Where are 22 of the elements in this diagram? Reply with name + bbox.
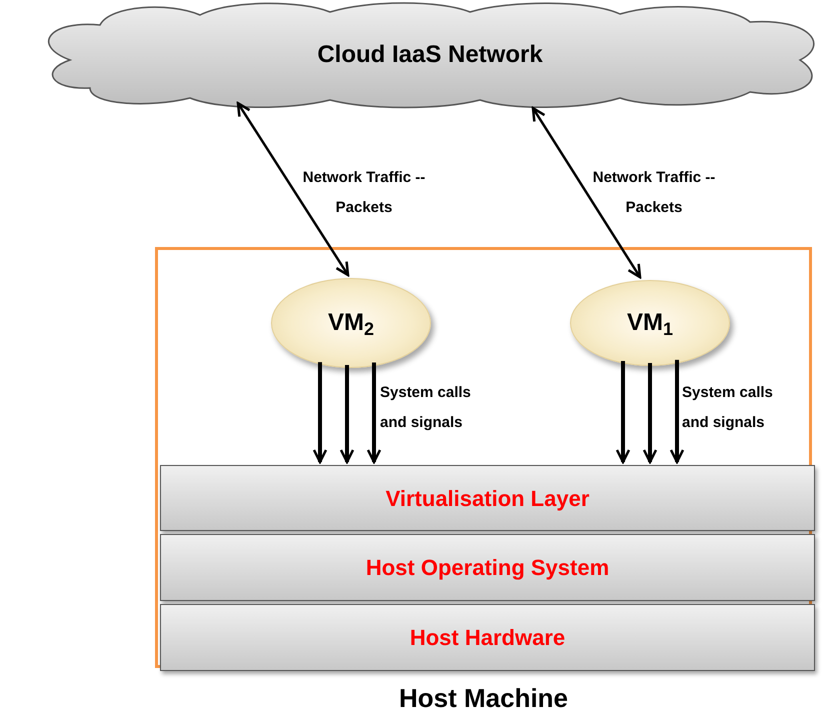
layer-label: Virtualisation Layer xyxy=(386,484,590,513)
arrow xyxy=(670,360,684,464)
arrow xyxy=(236,102,350,276)
edge-label: Network Traffic -- Packets xyxy=(592,168,716,218)
cloud-label: Cloud IaaS Network xyxy=(317,40,543,70)
vm-label: VM$_{2}$ xyxy=(328,308,374,340)
layer-bar xyxy=(160,604,815,671)
arrow xyxy=(312,362,328,464)
edge-label: Network Traffic -- Packets xyxy=(302,168,426,218)
arrow xyxy=(532,106,642,278)
arrow xyxy=(366,362,382,464)
frame-heading: Host Machine xyxy=(398,682,568,715)
edge-label: System calls and signals xyxy=(380,383,472,433)
edge-label: System calls and signals xyxy=(682,383,774,433)
arrow xyxy=(340,365,354,464)
vm-label: VM$_{1}$ xyxy=(626,308,673,340)
arrow xyxy=(616,361,630,464)
layer-label: Host Hardware xyxy=(410,624,566,652)
layer-label: Host Operating System xyxy=(366,554,610,582)
layer-bar xyxy=(160,465,815,531)
arrow xyxy=(642,362,658,464)
layer-bar xyxy=(160,534,815,601)
